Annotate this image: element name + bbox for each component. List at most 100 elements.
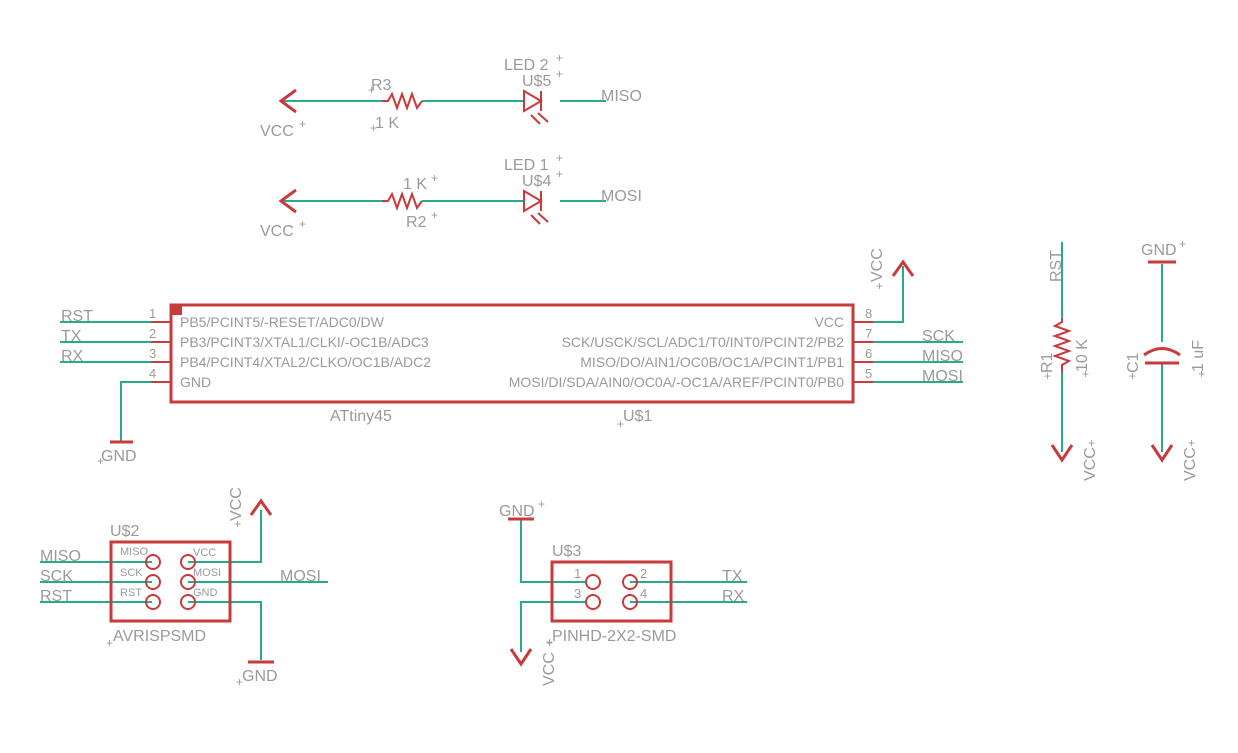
- led1-name: LED 1: [504, 157, 549, 174]
- header-pin-num: 1: [574, 566, 581, 581]
- net-label-rst: RST: [40, 588, 72, 605]
- attiny-name: ATtiny45: [330, 408, 392, 425]
- svg-text:+: +: [234, 517, 241, 531]
- svg-text:+: +: [1129, 369, 1136, 383]
- net-label-mosi: MOSI: [280, 568, 321, 585]
- r1-net-label: RST: [1048, 250, 1065, 282]
- attiny45-body: [169, 303, 855, 404]
- attiny-right-pin-stubs: [853, 321, 873, 383]
- header-pin-num: 2: [640, 566, 647, 581]
- isp-pin-label: SCK: [120, 567, 143, 579]
- vcc-arrow-symbol: [249, 498, 273, 516]
- header-name: PINHD-2X2-SMD: [552, 628, 676, 645]
- attiny-right-net-wires: [873, 266, 963, 383]
- svg-text:+: +: [1088, 436, 1095, 450]
- net-label-tx: TX: [61, 328, 82, 345]
- vcc-arrow-symbol: [1050, 444, 1074, 463]
- vcc-label: VCC: [541, 652, 558, 686]
- vcc-label: VCC: [228, 487, 245, 521]
- c1-name: C1: [1125, 352, 1142, 373]
- header-pad: [622, 594, 638, 610]
- attiny-pin-3-label: PB4/PCINT4/XTAL2/CLKO/OC1B/ADC2: [180, 354, 431, 370]
- led2-net-label: MISO: [601, 88, 642, 105]
- r3-value: 1 K: [375, 115, 399, 132]
- isp-ref: U$2: [110, 523, 139, 540]
- header-pad: [622, 574, 638, 590]
- svg-text:+: +: [431, 208, 438, 222]
- isp-pad: [145, 594, 161, 610]
- led2-name: LED 2: [504, 57, 549, 74]
- svg-text:+: +: [556, 51, 563, 65]
- isp-name: AVRISPSMD: [113, 628, 206, 645]
- svg-text:+: +: [1198, 367, 1205, 381]
- svg-text:+: +: [556, 151, 563, 165]
- net-label-rx: RX: [61, 348, 84, 365]
- header-wires: [520, 520, 747, 652]
- pinheader-component: 1 2 3 4 TX RX GND + VCC + U$3 PINHD-2X2-…: [499, 497, 747, 686]
- header-pad: [585, 574, 601, 590]
- attiny45-component: GND + 1 2 3 4 PB5/PCINT5/-RESET/ADC0/DW …: [60, 248, 963, 468]
- c1-value: 1 uF: [1190, 340, 1207, 372]
- resistor-r3-symbol: [382, 91, 423, 111]
- gnd-label: GND: [499, 503, 535, 520]
- gnd-label: GND: [242, 668, 278, 685]
- r1-circuit: RST R1 + 10 K + VCC +: [1039, 242, 1099, 481]
- isp-pad: [180, 574, 196, 590]
- vcc-arrow-symbol: [891, 259, 915, 277]
- svg-text:+: +: [1082, 367, 1089, 381]
- vcc-arrow-symbol: [278, 88, 297, 114]
- isp-pad: [145, 554, 161, 570]
- svg-text:+: +: [1179, 237, 1186, 251]
- avrisp-component: MISO VCC SCK MOSI RST GND MISO SCK RST M…: [40, 487, 328, 689]
- net-label-miso: MISO: [922, 348, 963, 365]
- attiny-pin-4-label: GND: [180, 374, 211, 390]
- net-label-rst: RST: [61, 308, 93, 325]
- vcc-label: VCC: [869, 248, 886, 282]
- svg-text:+: +: [299, 117, 306, 131]
- led1-ref: U$4: [522, 173, 551, 190]
- net-label-sck: SCK: [40, 568, 73, 585]
- c1-circuit: GND + C1 + 1 uF + VCC +: [1125, 237, 1207, 481]
- header-body: [550, 560, 673, 623]
- led1-emission-arrows: [530, 212, 549, 225]
- attiny-pin-8-num: 8: [865, 306, 872, 321]
- svg-text:+: +: [368, 83, 375, 97]
- svg-text:+: +: [106, 636, 113, 650]
- svg-text:+: +: [1044, 369, 1051, 383]
- svg-text:+: +: [617, 417, 624, 431]
- attiny-pin-2-label: PB3/PCINT3/XTAL1/CLKI/-OC1B/ADC3: [180, 334, 429, 350]
- isp-right-wires: [188, 510, 328, 660]
- attiny-pin-6-num: 6: [865, 346, 872, 361]
- svg-text:+: +: [1188, 436, 1195, 450]
- vcc-arrow-symbol: [509, 648, 533, 667]
- vcc-arrow-symbol: [1150, 444, 1174, 463]
- isp-left-wires: [40, 561, 152, 603]
- attiny-left-pin-stubs: [151, 321, 171, 383]
- net-label-sck: SCK: [922, 328, 955, 345]
- svg-text:+: +: [431, 171, 438, 185]
- vcc-label: VCC: [260, 223, 294, 240]
- led2-ref: U$5: [522, 73, 551, 90]
- header-pad: [585, 594, 601, 610]
- led2-diode-symbol: [523, 89, 543, 113]
- resistor-r1-symbol: [1052, 318, 1072, 372]
- capacitor-curved-plate: [1143, 347, 1181, 357]
- isp-pin-label: VCC: [193, 547, 216, 559]
- resistor-r2-symbol: [382, 191, 423, 211]
- attiny-pin-2-num: 2: [149, 326, 156, 341]
- svg-text:+: +: [299, 217, 306, 231]
- header-pin-num: 3: [574, 586, 581, 601]
- r2-name: R2: [406, 214, 427, 231]
- isp-pin-label: MISO: [120, 546, 149, 558]
- vcc-arrow-symbol: [278, 188, 297, 214]
- isp-pin-label: RST: [120, 587, 142, 599]
- svg-text:+: +: [876, 279, 883, 293]
- vcc-label: VCC: [260, 123, 294, 140]
- attiny-pin-1-num: 1: [149, 306, 156, 321]
- attiny-gnd-wire: [120, 381, 151, 441]
- isp-pin-label: GND: [193, 587, 218, 599]
- svg-text:+: +: [97, 454, 104, 468]
- attiny-pin-7-num: 7: [865, 326, 872, 341]
- svg-text:+: +: [370, 121, 377, 135]
